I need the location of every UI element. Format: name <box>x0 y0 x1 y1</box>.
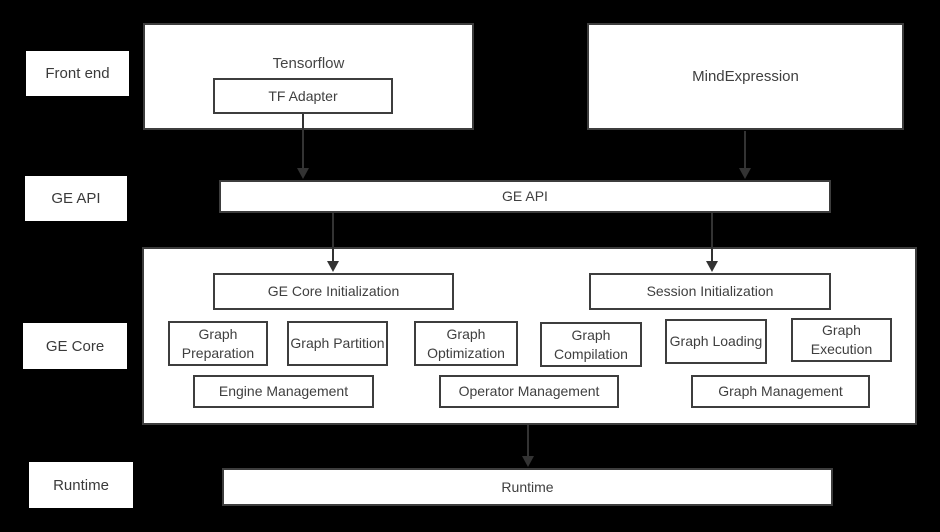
row-label-ge-api-text: GE API <box>51 190 101 207</box>
graph-preparation-box: Graph Preparation <box>168 321 268 366</box>
arrow-ge-api-to-session-initialization <box>706 213 718 272</box>
runtime-bar-label: Runtime <box>501 478 554 495</box>
graph-compilation-box: Graph Compilation <box>540 322 642 367</box>
operator-management-box: Operator Management <box>439 375 619 408</box>
session-initialization-box: Session Initialization <box>589 273 831 310</box>
arrow-mindexpression-to-ge-api <box>739 131 751 179</box>
graph-execution-box: Graph Execution <box>791 318 892 362</box>
ge-core-box: GE Core Initialization Session Initializ… <box>142 247 917 425</box>
engine-management-label: Engine Management <box>218 383 349 399</box>
arrow-shaft <box>744 131 746 171</box>
row-label-front-end-text: Front end <box>45 65 110 82</box>
row-label-ge-core: GE Core <box>23 323 127 369</box>
mindexpression-box: MindExpression <box>587 23 904 130</box>
row-label-ge-core-text: GE Core <box>45 337 105 355</box>
arrow-tf-adapter-to-ge-api <box>297 114 309 179</box>
session-initialization-label: Session Initialization <box>646 283 774 299</box>
tensorflow-box: Tensorflow TF Adapter <box>143 23 474 130</box>
arrow-head-icon <box>706 261 718 272</box>
arrow-shaft <box>527 425 529 459</box>
arrow-ge-api-to-ge-core-initialization <box>327 213 339 272</box>
arrow-head-icon <box>327 261 339 272</box>
operator-management-label: Operator Management <box>458 383 600 399</box>
arrow-ge-core-to-runtime <box>522 425 534 467</box>
graph-loading-label: Graph Loading <box>669 333 763 349</box>
ge-core-initialization-box: GE Core Initialization <box>213 273 454 310</box>
row-label-runtime: Runtime <box>29 462 133 508</box>
tf-adapter-box: TF Adapter <box>213 78 393 114</box>
runtime-bar: Runtime <box>222 468 833 506</box>
graph-preparation-label: Graph Preparation <box>181 325 255 361</box>
arrow-head-icon <box>739 168 751 179</box>
graph-management-box: Graph Management <box>691 375 870 408</box>
graph-compilation-label: Graph Compilation <box>554 326 628 362</box>
row-label-runtime-text: Runtime <box>53 476 109 494</box>
graph-execution-label: Graph Execution <box>810 322 873 357</box>
row-label-front-end: Front end <box>26 51 129 96</box>
tensorflow-label: Tensorflow <box>272 55 345 72</box>
graph-optimization-box: Graph Optimization <box>414 321 518 366</box>
ge-core-initialization-label: GE Core Initialization <box>267 283 400 299</box>
graph-management-label: Graph Management <box>718 383 843 399</box>
arrow-head-icon <box>522 456 534 467</box>
arrow-shaft <box>711 213 713 264</box>
arrow-head-icon <box>297 168 309 179</box>
graph-partition-label: Graph Partition <box>290 335 385 351</box>
tf-adapter-label: TF Adapter <box>268 87 338 104</box>
ge-api-bar-label: GE API <box>502 188 548 204</box>
arrow-shaft <box>302 114 304 171</box>
graph-loading-box: Graph Loading <box>665 319 767 364</box>
ge-api-bar: GE API <box>219 180 831 213</box>
engine-management-box: Engine Management <box>193 375 374 408</box>
mindexpression-label: MindExpression <box>692 68 799 85</box>
graph-partition-box: Graph Partition <box>287 321 388 366</box>
row-label-ge-api: GE API <box>25 176 127 221</box>
graph-optimization-label: Graph Optimization <box>427 325 505 361</box>
arrow-shaft <box>332 213 334 264</box>
